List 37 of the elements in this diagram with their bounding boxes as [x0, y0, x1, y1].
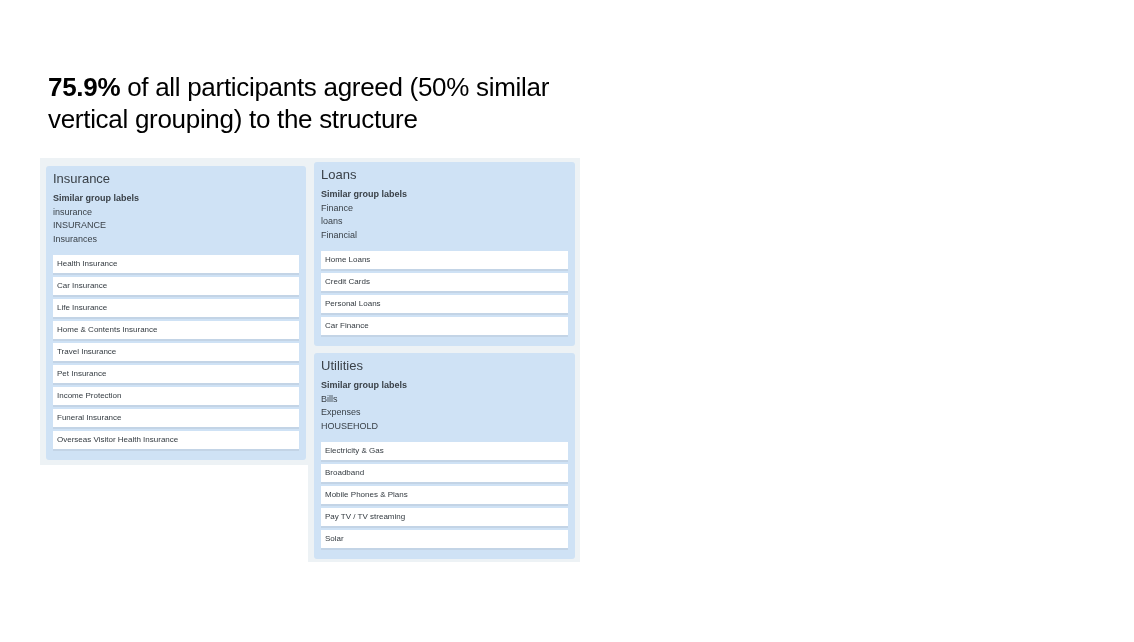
- list-item-card: Car Insurance: [53, 277, 299, 297]
- group-heading: Utilities: [321, 358, 363, 374]
- list-item-card: Electricity & Gas: [321, 442, 568, 462]
- subheading: Similar group labels: [53, 192, 140, 205]
- subheading: Similar group labels: [321, 188, 408, 201]
- label-text: HOUSEHOLD: [321, 419, 378, 433]
- group-heading: Insurance: [53, 171, 111, 187]
- list-item-card: Overseas Visitor Health Insurance: [53, 431, 299, 451]
- list-item-card: Home & Contents Insurance: [53, 321, 299, 341]
- list-item-card: Health Insurance: [53, 255, 299, 275]
- group-card: [314, 353, 575, 559]
- list-item-card: Funeral Insurance: [53, 409, 299, 429]
- label-text: Bills: [321, 392, 338, 406]
- list-item-card: Life Insurance: [53, 299, 299, 319]
- list-item-card: Personal Loans: [321, 295, 568, 315]
- title: 75.9% of all participants agreed (50% similar vertical grouping) to the structure: [48, 71, 550, 135]
- label-text: INSURANCE: [53, 219, 106, 232]
- list-item-card: Pay TV / TV streaming: [321, 508, 568, 528]
- subheading: Similar group labels: [321, 379, 408, 392]
- list-item-card: Car Finance: [321, 317, 568, 337]
- label-text: loans: [321, 215, 343, 228]
- label-text: insurance: [53, 205, 93, 219]
- group-card: [46, 166, 306, 460]
- group-card: [314, 162, 575, 346]
- list-item-card: Mobile Phones & Plans: [321, 486, 568, 506]
- list-item-card: Pet Insurance: [53, 365, 299, 385]
- label-text: Expenses: [321, 406, 361, 419]
- group-heading: Loans: [321, 167, 357, 183]
- list-item-card: Travel Insurance: [53, 343, 299, 363]
- list-item-card: Solar: [321, 530, 568, 550]
- label-text: Financial: [321, 228, 358, 242]
- list-item-card: Broadband: [321, 464, 568, 484]
- list-item-card: Credit Cards: [321, 273, 568, 293]
- list-item-card: Home Loans: [321, 251, 568, 271]
- label-text: Insurances: [53, 232, 98, 246]
- label-text: Finance: [321, 201, 354, 215]
- list-item-card: Income Protection: [53, 387, 299, 407]
